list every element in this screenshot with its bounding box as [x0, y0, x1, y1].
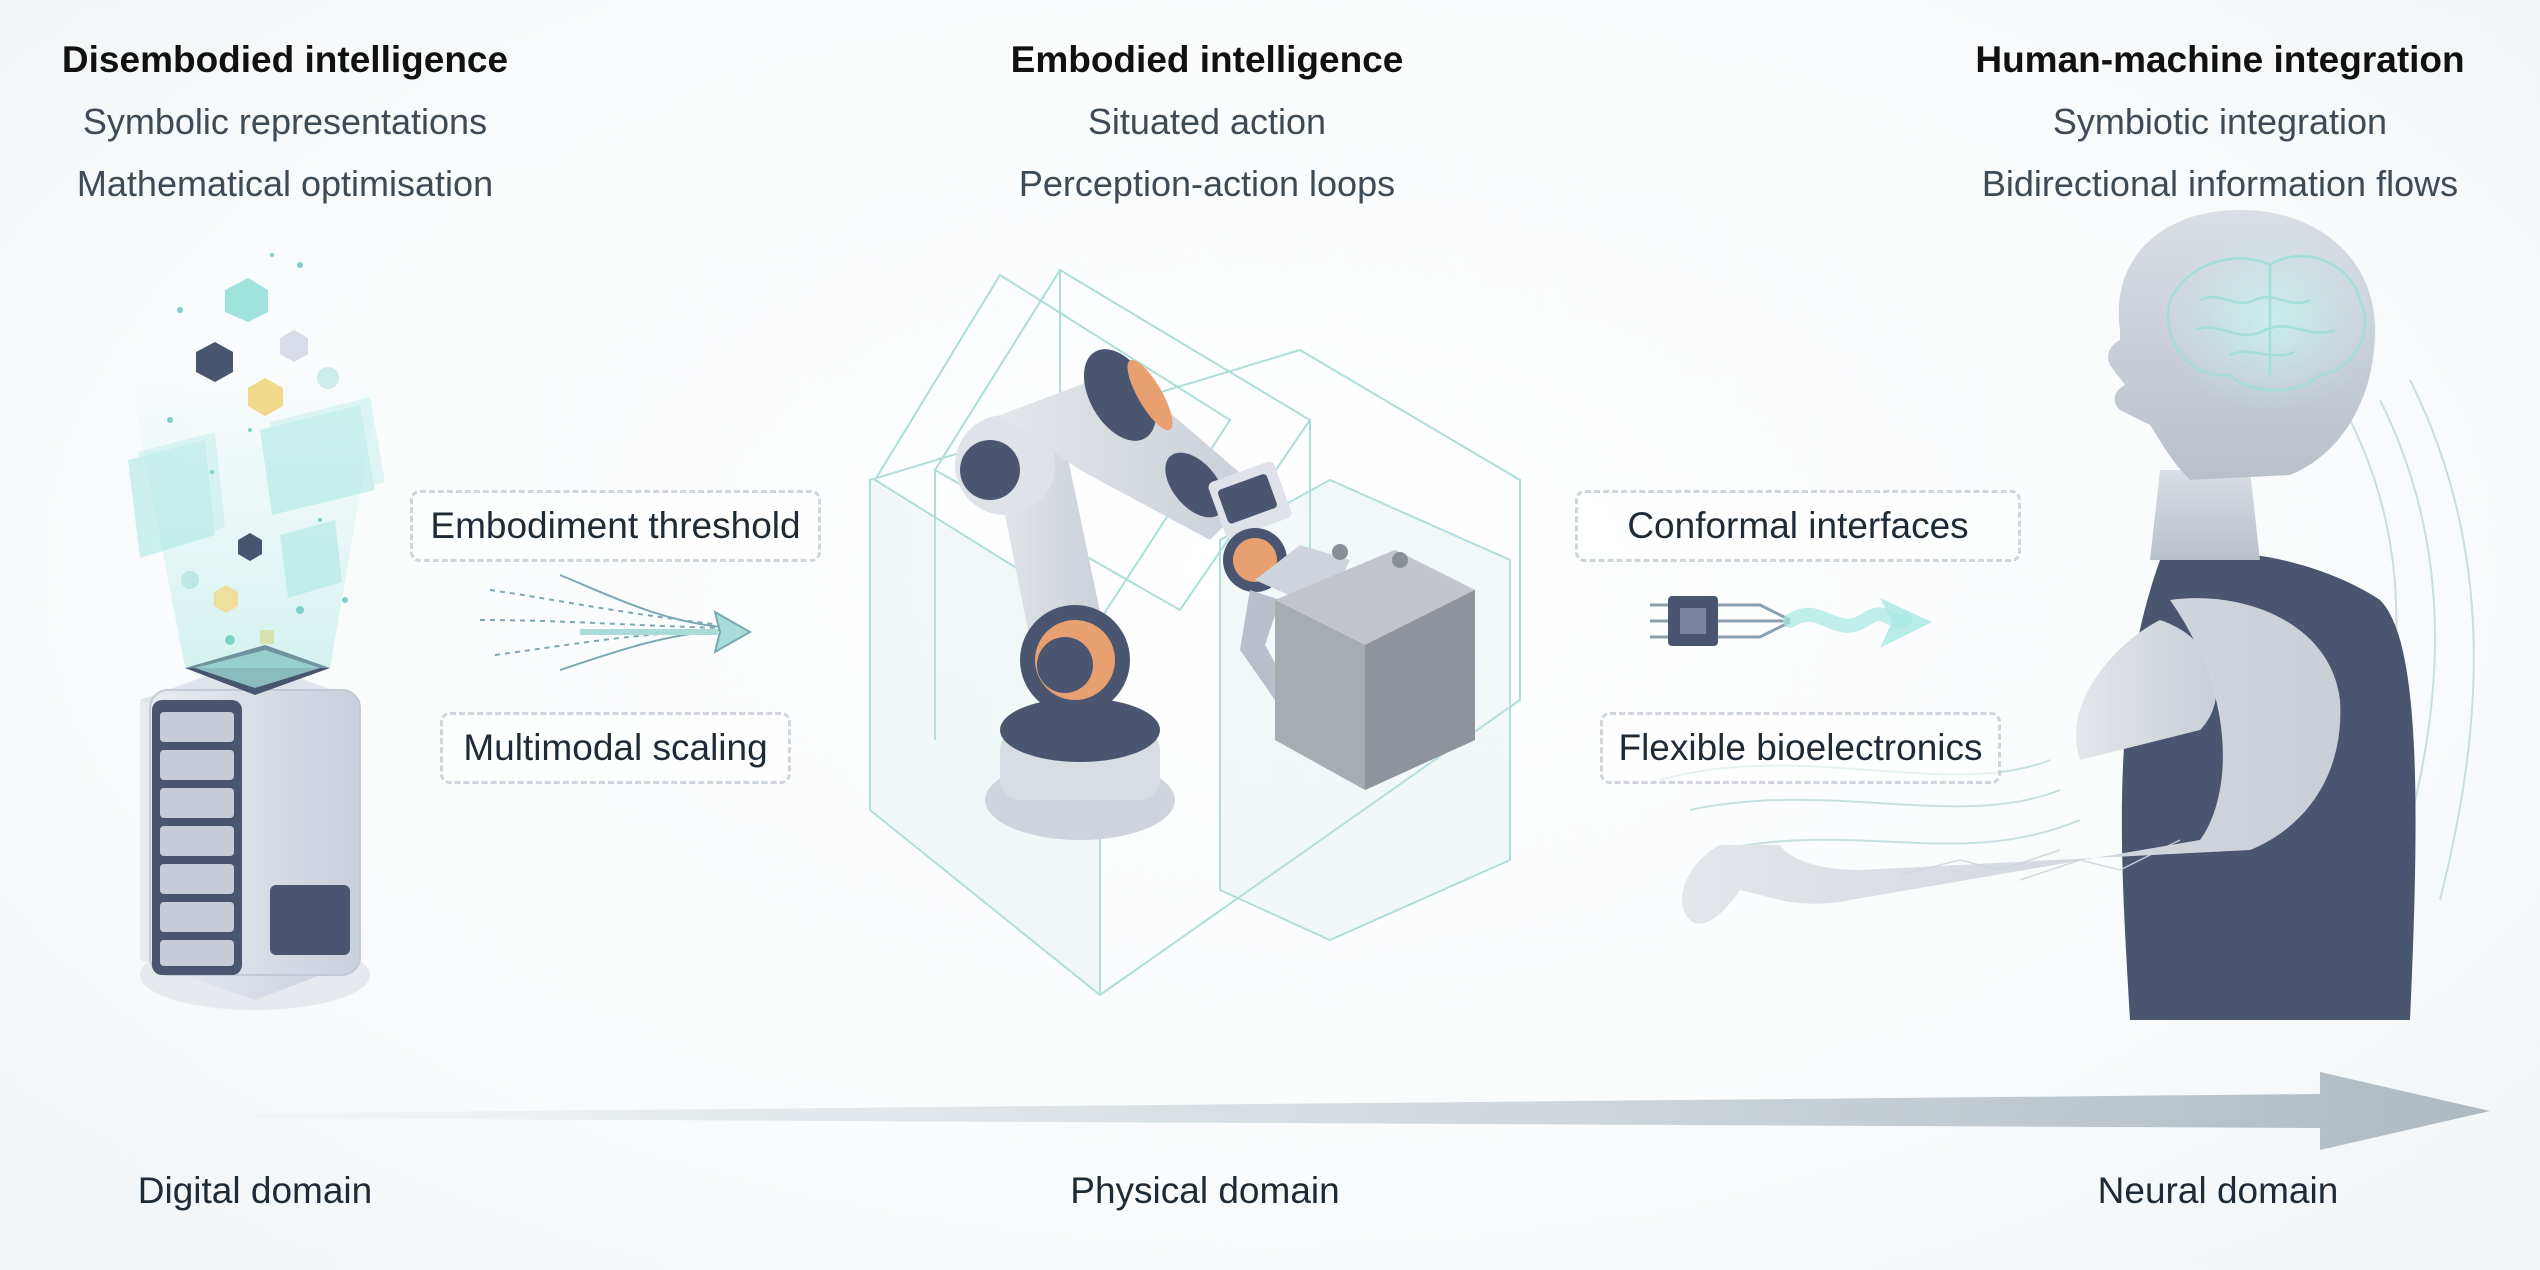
transition-top-label: Conformal interfaces	[1575, 490, 2021, 562]
stage-line: Perception-action loops	[1018, 162, 1396, 204]
transition-bottom-label: Multimodal scaling	[440, 712, 791, 784]
transition-top-label: Embodiment threshold	[410, 490, 821, 562]
transition-bottom-label: Flexible bioelectronics	[1600, 712, 2001, 784]
stage-line: Symbiotic integration	[2052, 101, 2388, 143]
stage-human-machine: Human-machine integration Symbiotic inte…	[1870, 38, 2540, 223]
stage-line: Mathematical optimisation	[76, 162, 494, 204]
robot-illustration	[869, 268, 1521, 997]
stage-line: Bidirectional information flows	[1981, 162, 2459, 204]
stage-title: Human-machine integration	[1975, 39, 2465, 80]
stage-title: Embodied intelligence	[1010, 39, 1404, 80]
domain-label-digital: Digital domain	[137, 1170, 373, 1211]
stage-disembodied: Disembodied intelligence Symbolic repres…	[0, 38, 635, 223]
human-illustration	[1659, 210, 2475, 1020]
domain-label-physical: Physical domain	[1070, 1170, 1340, 1211]
timeline-arrow	[200, 1072, 2490, 1150]
stage-line: Symbolic representations	[82, 101, 488, 143]
threshold-arrow	[479, 574, 753, 671]
stage-embodied: Embodied intelligence Situated action Pe…	[857, 38, 1557, 223]
domain-label-neural: Neural domain	[2097, 1170, 2339, 1211]
interface-arrow	[1650, 596, 1932, 648]
data-particles	[128, 253, 385, 645]
stage-title: Disembodied intelligence	[61, 39, 509, 80]
stage-line: Situated action	[1087, 101, 1327, 143]
